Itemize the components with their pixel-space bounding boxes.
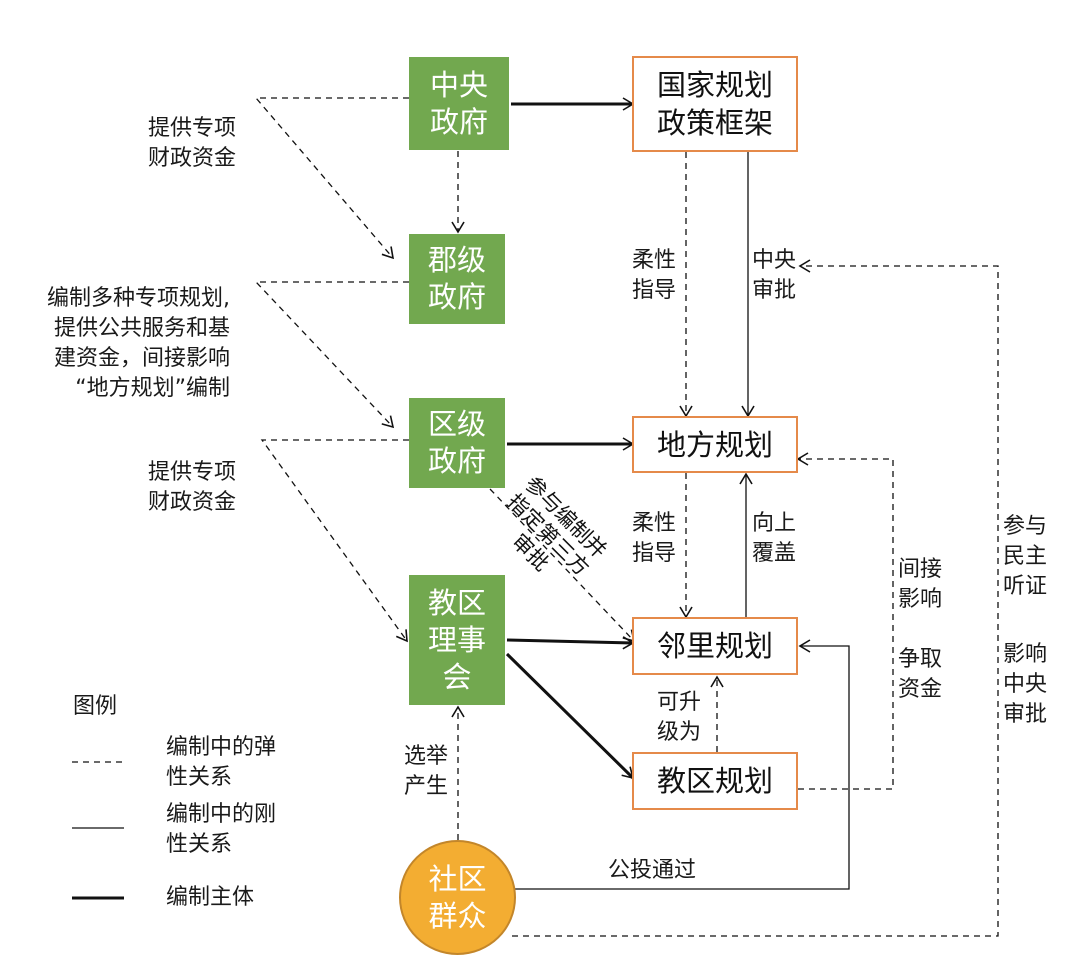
parish-council-box: 教区 理事 会 — [409, 575, 505, 705]
national-framework-label: 国家规划 政策框架 — [656, 68, 773, 140]
parish-plan-label: 教区规划 — [656, 764, 773, 798]
arrow-district-to-neighbourhood — [489, 488, 636, 643]
label-central-approval: 中央 审批 — [752, 248, 797, 303]
central-gov-box: 中央 政府 — [409, 57, 509, 150]
label-upward-override: 向上 覆盖 — [752, 511, 797, 566]
label-seek-funding: 争取 资金 — [898, 647, 943, 702]
neighbourhood-plan-box: 邻里规划 — [632, 617, 798, 675]
label-upgrade-to: 可升 级为 — [657, 690, 702, 745]
parish-council-label: 教区 理事 会 — [427, 585, 486, 694]
arrow-community-hearing — [512, 259, 999, 937]
label-elected: 选举 产生 — [404, 744, 449, 799]
arrow-county-role — [254, 281, 409, 429]
community-label: 社区 群众 — [428, 861, 487, 933]
label-indirect-influence: 间接 影响 — [898, 557, 943, 612]
label-flex-guide-1: 柔性 指导 — [632, 248, 677, 303]
arrow-district-funding — [260, 439, 409, 643]
local-plan-label: 地方规划 — [656, 427, 773, 462]
arrow-referendum — [514, 639, 850, 890]
arrow-parish-to-parishplan — [505, 652, 635, 780]
national-framework-box: 国家规划 政策框架 — [632, 56, 798, 152]
neighbourhood-plan-label: 邻里规划 — [656, 629, 773, 663]
label-county-role: 编制多种专项规划, 提供公共服务和基 建资金，间接影响 “地方规划”编制 — [47, 286, 230, 401]
label-influence-approval: 影响 中央 审批 — [1003, 642, 1048, 727]
label-participate-hearing: 参与 民主 听证 — [1003, 514, 1048, 599]
district-gov-label: 区级 政府 — [427, 407, 486, 478]
district-gov-box: 区级 政府 — [409, 398, 505, 488]
legend-subject-label: 编制主体 — [166, 885, 255, 910]
label-flex-guide-2: 柔性 指导 — [632, 511, 677, 566]
county-gov-box: 郡级 政府 — [409, 234, 505, 324]
legend-rigid-label: 编制中的刚 性关系 — [166, 802, 277, 857]
parish-plan-box: 教区规划 — [632, 752, 798, 810]
legend-title: 图例 — [73, 694, 118, 719]
legend-flexible-label: 编制中的弹 性关系 — [166, 735, 277, 790]
label-central-funding: 提供专项 财政资金 — [148, 116, 237, 171]
arrow-central-funding — [254, 97, 409, 260]
local-plan-box: 地方规划 — [632, 416, 798, 473]
central-gov-label: 中央 政府 — [429, 67, 488, 139]
arrow-parish-to-neighbourhood — [506, 636, 635, 650]
arrow-indirect-influence — [796, 452, 894, 790]
label-district-funding: 提供专项 财政资金 — [148, 460, 237, 515]
community-circle: 社区 群众 — [399, 840, 516, 955]
label-referendum: 公投通过 — [608, 858, 697, 883]
county-gov-label: 郡级 政府 — [427, 243, 486, 314]
